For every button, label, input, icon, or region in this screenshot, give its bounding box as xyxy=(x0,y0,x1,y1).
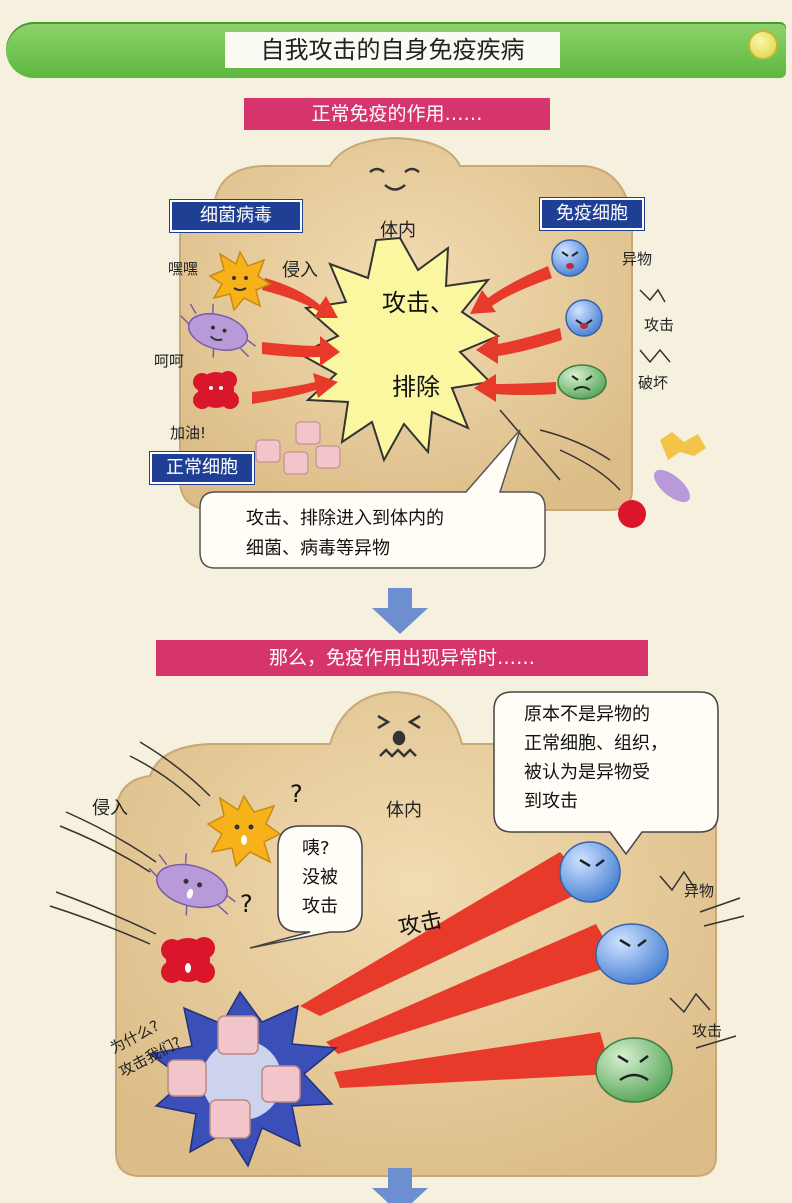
center-attack-text: 攻击、 xyxy=(382,289,454,317)
jiayou-label: 加油! xyxy=(170,424,207,442)
page-title: 自我攻击的自身免疫疾病 xyxy=(225,32,560,68)
pained-face-icon xyxy=(377,714,421,758)
right-bubble-line-1: 原本不是异物的 xyxy=(524,704,650,725)
section1-diagram xyxy=(179,136,706,569)
suffering-cell-icon xyxy=(167,1015,301,1139)
immune-cell-icon-2 xyxy=(559,841,673,1103)
inside-body-label-2: 体内 xyxy=(386,800,422,821)
section2-diagram xyxy=(49,690,745,1177)
rod-bacteria-icon-2 xyxy=(148,853,236,916)
hehe-label: 呵呵 xyxy=(154,352,185,370)
question-mark-1: ? xyxy=(290,780,303,808)
right-attack-arrows xyxy=(470,266,562,402)
rod-bacteria-icon xyxy=(180,303,257,358)
caption-line-2: 细菌、病毒等异物 xyxy=(246,538,390,559)
foreign-label-2: 异物 xyxy=(684,882,715,900)
right-bubble-line-4: 到攻击 xyxy=(524,791,578,812)
attack-label-2: 攻击 xyxy=(692,1022,723,1040)
attack-beams xyxy=(300,852,618,1088)
sun-virus-icon xyxy=(208,250,272,312)
right-bubble-line-2: 正常细胞、组织， xyxy=(524,733,668,754)
smiley-face-icon xyxy=(369,167,420,191)
label-normal-cells: 正常细胞 xyxy=(150,452,254,484)
caption-bubble-shape xyxy=(199,429,546,569)
invade-label-2: 侵入 xyxy=(92,798,128,819)
normal-cell-icon xyxy=(255,421,341,475)
label-bacteria-virus: 细菌病毒 xyxy=(170,200,302,232)
left-bubble-shape xyxy=(249,825,363,949)
inside-body-label-1: 体内 xyxy=(380,220,416,241)
sun-virus-icon-2 xyxy=(206,794,282,868)
right-bubble-line-3: 被认为是异物受 xyxy=(524,762,650,783)
invade-label-1: 侵入 xyxy=(282,260,318,281)
center-remove-text: 排除 xyxy=(392,373,440,401)
foreign-label-1: 异物 xyxy=(622,250,653,268)
left-bubble-line-1: 咦? xyxy=(302,838,330,859)
ejected-germs xyxy=(618,432,706,528)
title-dot-icon xyxy=(748,30,778,60)
immune-cell-icon xyxy=(551,239,607,400)
heihei-label: 嘿嘿 xyxy=(168,260,199,278)
caption-line-1: 攻击、排除进入到体内的 xyxy=(246,508,444,529)
section1-banner: 正常免疫的作用…… xyxy=(244,98,550,130)
section2-banner: 那么，免疫作用出现异常时…… xyxy=(156,640,648,676)
label-immune-cells: 免疫细胞 xyxy=(540,198,644,230)
down-arrow-icon xyxy=(372,588,428,634)
motion-lines xyxy=(499,288,671,491)
destroy-label: 破坏 xyxy=(638,374,669,392)
incoming-lines xyxy=(49,741,211,945)
down-arrow-icon-2 xyxy=(372,1168,428,1203)
attack-label-1: 攻击 xyxy=(644,316,675,334)
question-mark-2: ? xyxy=(240,890,253,918)
left-bubble-line-3: 攻击 xyxy=(302,896,338,917)
red-blob-virus-icon xyxy=(193,371,239,409)
motion-lines-2 xyxy=(659,870,745,1049)
left-attack-arrows xyxy=(252,278,340,404)
left-bubble-line-2: 没被 xyxy=(302,867,338,888)
red-blob-virus-icon-2 xyxy=(161,937,215,983)
right-bubble-shape xyxy=(493,691,719,856)
